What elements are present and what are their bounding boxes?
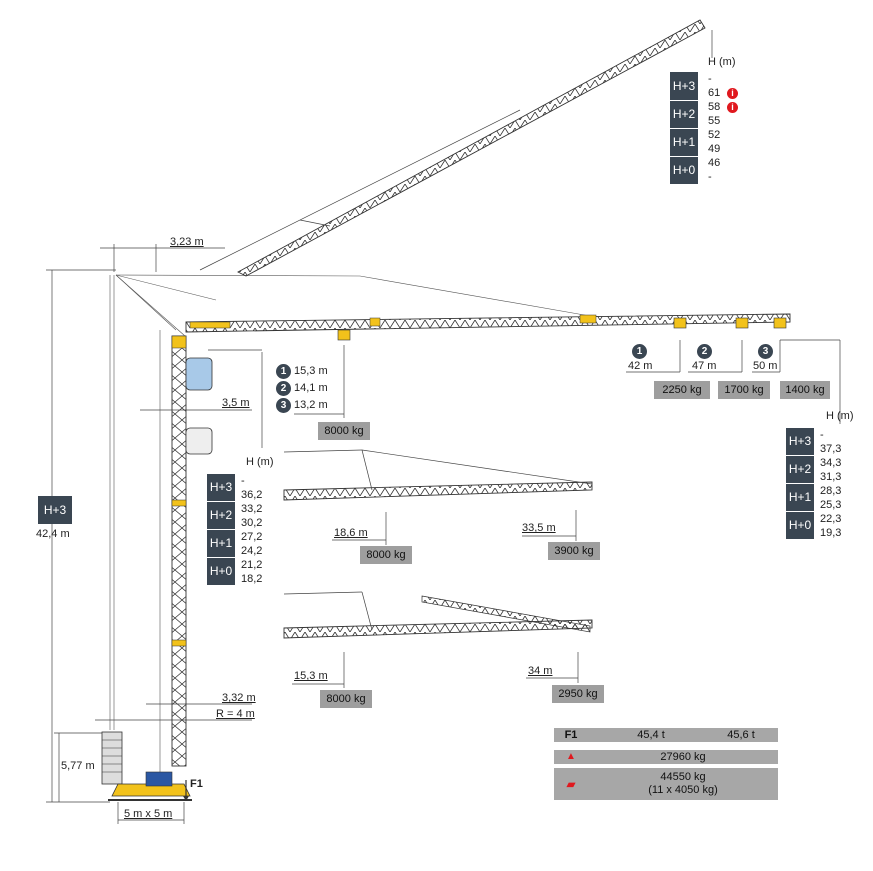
mid-height-value: 18,2: [241, 573, 263, 585]
ballast-value: 44550 kg: [660, 771, 706, 783]
info-icon: i: [727, 88, 738, 99]
config3-load1: 8000 kg: [320, 690, 372, 708]
mid-heights-header: H (m): [246, 456, 274, 468]
f1-label: F1: [190, 778, 203, 790]
tip-num-3: 3: [758, 344, 773, 359]
ballast-row: ▰ 44550 kg (11 x 4050 kg): [554, 768, 778, 800]
config2-r2: 33,5 m: [522, 522, 556, 534]
top-height-value: 61: [708, 87, 721, 99]
total-height: 42,4 m: [36, 528, 70, 540]
dim-base-height: 5,77 m: [61, 760, 95, 772]
right-height-value: 37,3: [820, 443, 842, 455]
config3-load2: 2950 kg: [552, 685, 604, 703]
radius-value-3: 13,2 m: [294, 399, 328, 411]
right-height-value: 22,3: [820, 513, 842, 525]
mid-height-value: 36,2: [241, 489, 263, 501]
tip-num-2: 2: [697, 344, 712, 359]
mid-heights-values: - 36,2 33,2 30,2 27,2 24,2 21,2 18,2: [241, 474, 262, 586]
info-icon: i: [727, 102, 738, 113]
right-label-h0: H+0: [786, 512, 814, 539]
right-height-value: 19,3: [820, 527, 842, 539]
config2-load1: 8000 kg: [360, 546, 412, 564]
top-heights-header: H (m): [708, 56, 736, 68]
config3-r2: 34 m: [528, 665, 553, 677]
mid-height-value: 24,2: [241, 545, 263, 557]
radius-value-1: 15,3 m: [294, 365, 328, 377]
radius-num-3: 3: [276, 398, 291, 413]
weights-circle-value: 45,4 t: [637, 729, 665, 741]
tip-load-3: 1400 kg: [780, 381, 830, 399]
ballast-detail: (11 x 4050 kg): [648, 784, 718, 796]
weights-header-row: F1 45,4 t 45,6 t: [554, 728, 778, 742]
tip-radius-2: 47 m: [692, 360, 717, 372]
mid-label-h2: H+2: [207, 502, 235, 529]
tip-load-2: 1700 kg: [718, 381, 770, 399]
dim-base: 5 m x 5 m: [124, 808, 173, 820]
right-height-value: 31,3: [820, 471, 842, 483]
config2-load2: 3900 kg: [548, 542, 600, 560]
dim-r1: 3,32 m: [222, 692, 256, 704]
top-label-h3: H+3: [670, 72, 698, 100]
crane-weight-value: 27960 kg: [660, 751, 706, 763]
top-height-value: 55: [708, 115, 721, 127]
radius-value-2: 14,1 m: [294, 382, 328, 394]
top-height-value: 46: [708, 157, 721, 169]
tip-num-1: 1: [632, 344, 647, 359]
top-label-h1: H+1: [670, 129, 698, 156]
top-label-h2: H+2: [670, 101, 698, 128]
top-height-value: 49: [708, 143, 721, 155]
mid-label-h0: H+0: [207, 558, 235, 585]
config2-r1: 18,6 m: [334, 527, 368, 539]
right-height-value: 28,3: [820, 485, 842, 497]
mid-label-h1: H+1: [207, 530, 235, 557]
config3-r1: 15,3 m: [294, 670, 328, 682]
mid-height-value: 30,2: [241, 517, 263, 529]
right-label-h1: H+1: [786, 484, 814, 511]
mid-height-value: 27,2: [241, 531, 263, 543]
top-heights-values: - 61 58 55 52 49 46 -: [708, 72, 720, 184]
right-heights-values: - 37,3 34,3 31,3 28,3 25,3 22,3 19,3: [820, 428, 841, 540]
top-height-value: -: [708, 171, 712, 183]
tip-load-1: 2250 kg: [654, 381, 710, 399]
radius-load: 8000 kg: [318, 422, 370, 440]
mid-height-value: 21,2: [241, 559, 263, 571]
right-label-h2: H+2: [786, 456, 814, 483]
mid-height-value: 33,2: [241, 503, 263, 515]
ballast-icon: ▰: [566, 777, 576, 791]
mid-height-value: -: [241, 475, 245, 487]
top-height-value: 58: [708, 101, 721, 113]
top-label-h0: H+0: [670, 157, 698, 184]
right-height-value: 25,3: [820, 499, 842, 511]
dim-r2: R = 4 m: [216, 708, 255, 720]
right-label-h3: H+3: [786, 428, 814, 455]
total-height-label: H+3: [38, 496, 72, 524]
right-heights-header: H (m): [826, 410, 854, 422]
radius-num-1: 1: [276, 364, 291, 379]
right-height-value: -: [820, 429, 824, 441]
weights-square-value: 45,6 t: [727, 729, 755, 741]
dim-jib-offset: 3,23 m: [170, 236, 204, 248]
tip-radius-3: 50 m: [753, 360, 778, 372]
radius-num-2: 2: [276, 381, 291, 396]
crane-weight-row: ▲ 27960 kg: [554, 750, 778, 764]
crane-weight-icon: ▲: [566, 751, 576, 762]
top-height-value: 52: [708, 129, 721, 141]
dim-tower-offset: 3,5 m: [222, 397, 250, 409]
top-height-value: -: [708, 73, 712, 85]
mid-label-h3: H+3: [207, 474, 235, 501]
tip-radius-1: 42 m: [628, 360, 653, 372]
right-height-value: 34,3: [820, 457, 842, 469]
weights-f1: F1: [564, 729, 578, 741]
